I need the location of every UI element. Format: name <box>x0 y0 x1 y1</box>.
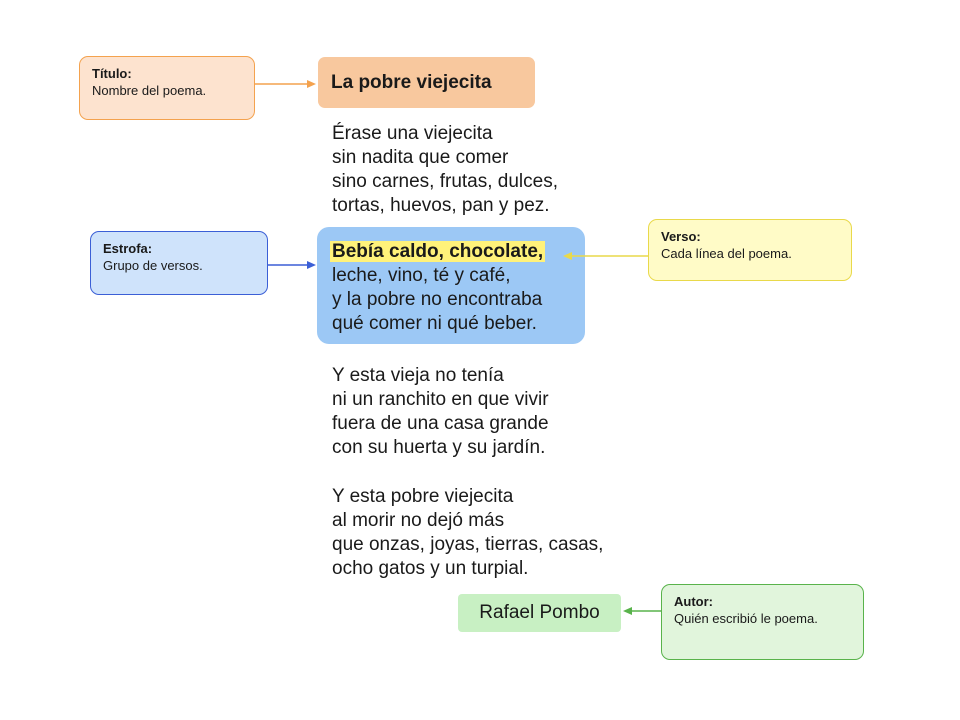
verse-callout: Verso: Cada línea del poema. <box>648 219 852 281</box>
title-callout-text: Nombre del poema. <box>92 83 207 98</box>
poem-title: La pobre viejecita <box>318 57 535 108</box>
author-callout: Autor: Quién escribió le poema. <box>661 584 864 660</box>
verse-callout-heading: Verso: <box>661 229 701 244</box>
author-callout-heading: Autor: <box>674 594 713 609</box>
verse-line: sin nadita que comer <box>332 147 509 168</box>
verse-line: al morir no dejó más <box>332 510 505 531</box>
verse-highlight: Bebía caldo, chocolate, <box>330 241 546 262</box>
verse-line: ocho gatos y un turpial. <box>332 558 529 579</box>
verse-line: fuera de una casa grande <box>332 413 549 434</box>
stanza-2: Bebía caldo, chocolate, leche, vino, té … <box>330 240 546 336</box>
verse-line: que onzas, joyas, tierras, casas, <box>332 534 604 555</box>
verse-line: y la pobre no encontraba <box>332 289 543 310</box>
poem-author: Rafael Pombo <box>458 594 621 632</box>
verse-line: con su huerta y su jardín. <box>332 437 546 458</box>
stanza-callout-heading: Estrofa: <box>103 241 153 256</box>
title-callout: Título: Nombre del poema. <box>79 56 255 120</box>
stanza-arrowhead <box>307 261 316 269</box>
verse-line: leche, vino, té y café, <box>332 265 511 286</box>
verse-line: Y esta vieja no tenía <box>332 365 504 386</box>
verse-line: Y esta pobre viejecita <box>332 486 514 507</box>
verse-line-highlighted: Bebía caldo, chocolate, <box>330 240 546 264</box>
stanza-1: Érase una viejecita sin nadita que comer… <box>332 122 558 218</box>
stanza-callout-text: Grupo de versos. <box>103 258 203 273</box>
verse-line: qué comer ni qué beber. <box>332 313 537 334</box>
stanza-3: Y esta vieja no tenía ni un ranchito en … <box>332 364 549 460</box>
title-callout-heading: Título: <box>92 66 132 81</box>
author-callout-text: Quién escribió le poema. <box>674 611 818 626</box>
author-arrowhead <box>623 607 632 615</box>
verse-callout-text: Cada línea del poema. <box>661 246 792 261</box>
verse-line: sino carnes, frutas, dulces, <box>332 171 558 192</box>
title-arrowhead <box>307 80 316 88</box>
stanza-4: Y esta pobre viejecita al morir no dejó … <box>332 485 603 581</box>
stanza-callout: Estrofa: Grupo de versos. <box>90 231 268 295</box>
verse-line: Érase una viejecita <box>332 123 493 144</box>
verse-line: tortas, huevos, pan y pez. <box>332 195 550 216</box>
verse-line: ni un ranchito en que vivir <box>332 389 549 410</box>
